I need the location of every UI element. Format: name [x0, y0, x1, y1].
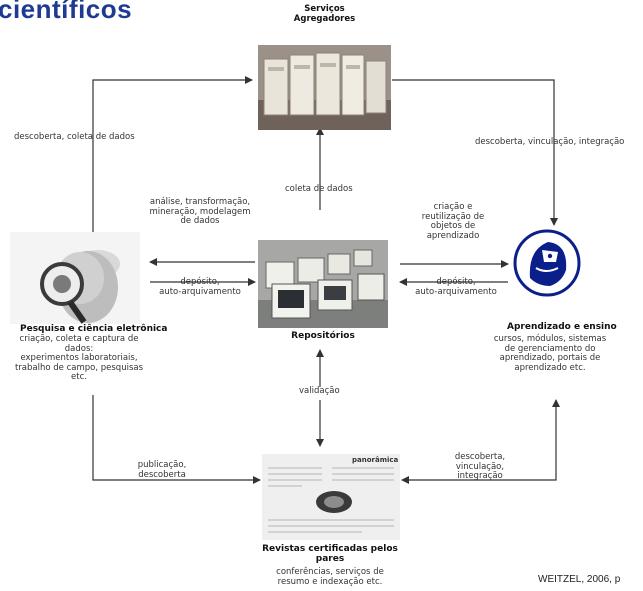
server-rack-icon — [258, 45, 391, 130]
edge-label-collect: coleta de dados — [285, 184, 353, 194]
edge-label-creation: criação e reutilização de objetos de apr… — [421, 202, 485, 241]
aggregators-image — [258, 45, 391, 130]
magnifier-man-icon — [10, 232, 140, 324]
edge-research-to-journals — [92, 395, 261, 484]
learning-description: cursos, módulos, sistemas de gerenciamen… — [493, 334, 607, 373]
aggregators-label: Serviços Agregadores — [293, 4, 356, 24]
edge-label-publication: publicação, descoberta — [137, 460, 187, 480]
research-description: criação, coleta e captura de dados: expe… — [14, 334, 144, 382]
computer-lab-icon — [258, 240, 388, 328]
edge-aggregators-to-learning — [392, 79, 558, 226]
edge-label-validation: validação — [297, 386, 342, 397]
edge-research-to-aggregators — [92, 76, 253, 232]
page-title: científicos — [0, 0, 133, 24]
edge-label-deposit-left: depósito, auto-arquivamento — [159, 277, 241, 297]
journals-image — [262, 454, 400, 540]
learning-image — [510, 228, 584, 298]
research-image — [10, 232, 140, 324]
edge-label-deposit-right: depósito, auto-arquivamento — [415, 277, 497, 297]
repositories-image — [258, 240, 388, 328]
learning-label: Aprendizado e ensino — [507, 322, 617, 332]
journal-header: panorâmica — [352, 456, 399, 464]
research-label: Pesquisa e ciência eletrônica — [20, 324, 168, 334]
journals-description: conferências, serviços de resumo e index… — [276, 567, 384, 587]
edge-label-left-top: descoberta, coleta de dados — [14, 132, 135, 142]
journals-label: Revistas certificadas pelos pares — [262, 544, 398, 564]
repositories-label: Repositórios — [291, 331, 355, 341]
edge-journals-to-learning — [532, 399, 560, 481]
edge-label-analysis: análise, transformação, mineração, model… — [149, 197, 251, 226]
edge-label-right-top: descoberta, vinculação, integração — [475, 137, 625, 147]
edge-label-discovery-bottom: descoberta, vinculação, integração — [454, 452, 506, 481]
citation: WEITZEL, 2006, p — [538, 574, 621, 585]
journal-page-icon — [262, 454, 400, 540]
knight-helmet-icon — [513, 229, 581, 297]
